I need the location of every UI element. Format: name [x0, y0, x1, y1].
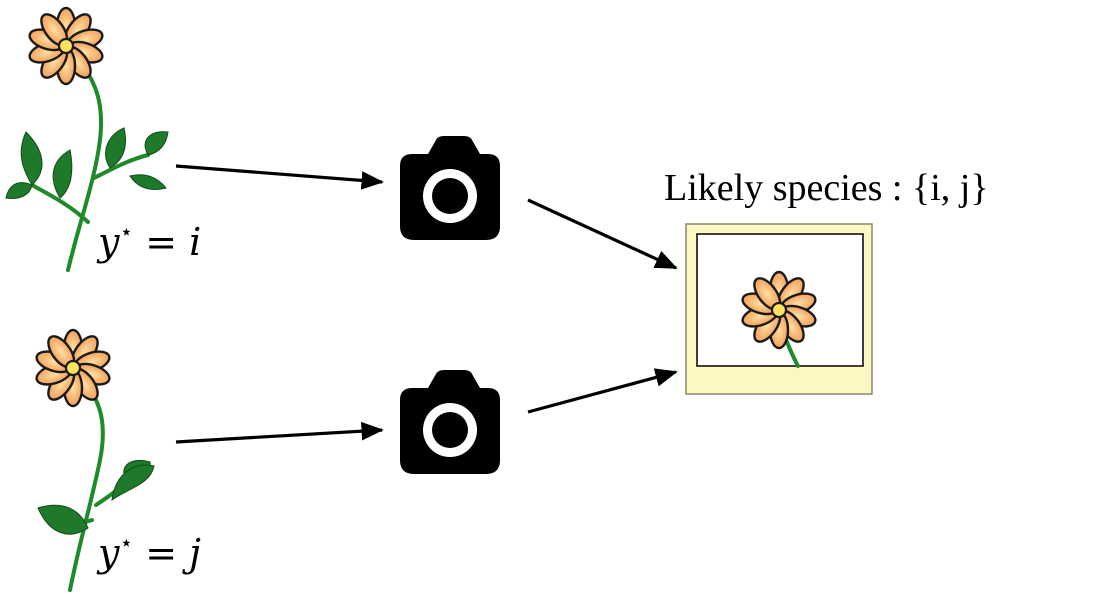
flower-top: y⋆=i — [5, 6, 201, 272]
flower-top-head-icon — [25, 6, 107, 86]
arrow-flower-top-to-camera — [175, 164, 384, 190]
camera-top-icon — [400, 136, 500, 240]
arrow-flower-bottom-to-camera — [175, 421, 384, 444]
flower-bottom-stem-icon — [37, 366, 155, 592]
camera-bottom-icon — [400, 370, 500, 474]
flower-top-stem-icon — [5, 48, 169, 272]
photo-polaroid-icon — [685, 223, 873, 395]
flower-top-label: y⋆=i — [96, 220, 201, 264]
flower-bottom: y⋆=j — [32, 328, 201, 592]
flower-bottom-head-icon — [32, 328, 114, 408]
arrow-camera-bottom-to-photo — [527, 368, 678, 414]
flower-bottom-label: y⋆=j — [96, 531, 201, 575]
arrow-camera-top-to-photo — [527, 198, 678, 270]
output-caption: Likely species : {i, j} — [664, 167, 989, 209]
